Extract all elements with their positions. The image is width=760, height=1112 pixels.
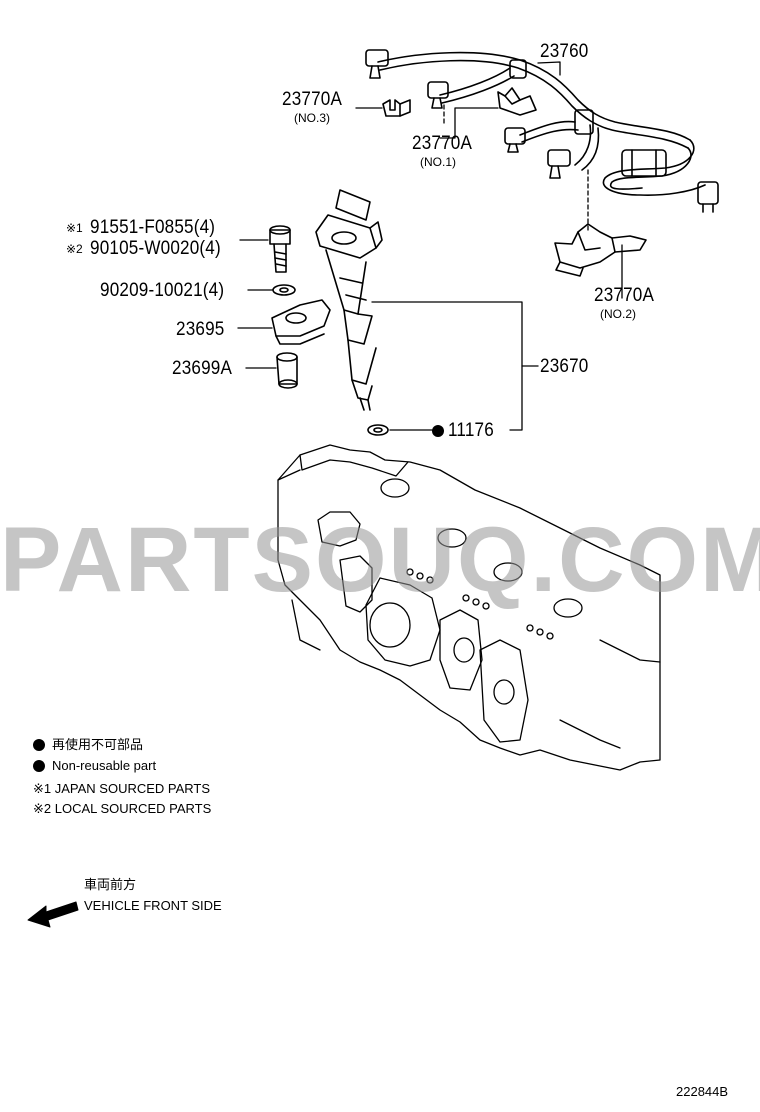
label-91551-f0855[interactable]: 91551-F0855(4) (90, 217, 216, 238)
label-23670[interactable]: 23670 (540, 356, 589, 377)
fuel-injector[interactable] (315, 189, 383, 411)
clamp-sleeve[interactable] (276, 352, 298, 389)
legend-dot-en (33, 760, 45, 772)
injector-clamp[interactable] (271, 299, 331, 345)
label-no3: (NO.3) (294, 111, 330, 125)
mark-local-sourced: ※2 (66, 242, 83, 256)
leader-lines-injector (237, 239, 539, 431)
bolt-washer[interactable] (272, 284, 296, 296)
label-no2: (NO.2) (600, 307, 636, 321)
label-23760[interactable]: 23760 (540, 41, 589, 62)
clamp-no2[interactable] (554, 223, 647, 277)
diagram-reference-code: 222844B (676, 1084, 729, 1099)
leader-lines-harness (355, 61, 623, 299)
watermark: PARTSOUQ.COM (0, 509, 760, 611)
mark-japan-sourced: ※1 (66, 221, 83, 235)
direction-label-jp: 車両前方 (84, 877, 137, 892)
injector-wire-harness[interactable] (365, 49, 719, 213)
legend-japan-sourced: ※1 JAPAN SOURCED PARTS (33, 781, 211, 796)
non-reusable-dot (432, 425, 444, 437)
clamp-no3[interactable] (382, 99, 411, 117)
label-23770a-no1[interactable]: 23770A (412, 133, 473, 154)
label-90209-10021[interactable]: 90209-10021(4) (100, 280, 225, 301)
legend-nonreusable-jp: 再使用不可部品 (52, 737, 144, 752)
cylinder-head (277, 444, 661, 771)
label-11176[interactable]: 11176 (448, 420, 494, 441)
injector-gasket[interactable] (367, 424, 389, 436)
injector-bolt[interactable] (269, 225, 291, 273)
legend-nonreusable-en: Non-reusable part (52, 758, 157, 773)
label-no1: (NO.1) (420, 155, 456, 169)
direction-label-en: VEHICLE FRONT SIDE (84, 898, 222, 913)
legend-local-sourced: ※2 LOCAL SOURCED PARTS (33, 801, 212, 816)
label-23695[interactable]: 23695 (176, 319, 225, 340)
label-23699a[interactable]: 23699A (172, 358, 233, 379)
legend-dot-jp (33, 739, 45, 751)
label-23770a-no2[interactable]: 23770A (594, 285, 655, 306)
label-90105-w0020[interactable]: 90105-W0020(4) (90, 238, 221, 259)
vehicle-front-arrow (27, 901, 79, 928)
clamp-no1[interactable] (497, 87, 537, 116)
label-23770a-no3[interactable]: 23770A (282, 89, 343, 110)
